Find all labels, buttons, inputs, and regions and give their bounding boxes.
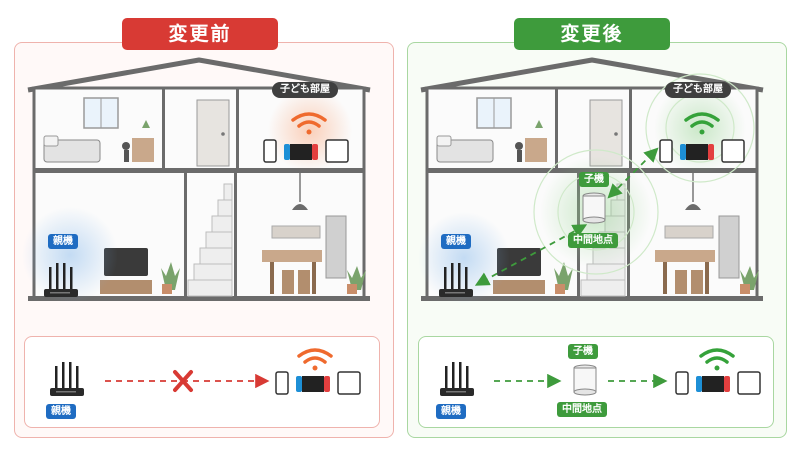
before-kids-room-label: 子ども部屋	[272, 82, 338, 98]
after-summary-wifi-icon	[699, 348, 735, 371]
after-summary-extender-label: 子機	[568, 344, 598, 359]
blocked-x-icon	[173, 370, 193, 392]
after-summary-devices	[675, 371, 761, 395]
after-summary-extender-icon	[573, 364, 597, 396]
after-summary-router-label: 親機	[436, 404, 466, 419]
after-house-extender-icon	[582, 192, 606, 224]
before-summary-router-icon	[50, 362, 84, 396]
after-summary-midpoint-label: 中間地点	[557, 402, 607, 417]
after-house-extender-label: 子機	[579, 172, 609, 187]
before-summary-wifi-icon	[297, 348, 333, 371]
before-summary-router-label: 親機	[46, 404, 76, 419]
before-title: 変更前	[122, 18, 278, 50]
after-summary-router-icon	[440, 362, 474, 396]
after-title: 変更後	[514, 18, 670, 50]
after-kids-room-label: 子ども部屋	[665, 82, 731, 98]
after-wifi-icon	[684, 112, 720, 135]
before-house-router-label: 親機	[48, 234, 78, 249]
after-house-link-router	[474, 224, 588, 286]
after-house-router-label: 親機	[441, 234, 471, 249]
before-summary-devices	[275, 371, 361, 395]
after-house-midpoint-label: 中間地点	[568, 233, 618, 248]
before-wifi-icon	[291, 112, 327, 135]
